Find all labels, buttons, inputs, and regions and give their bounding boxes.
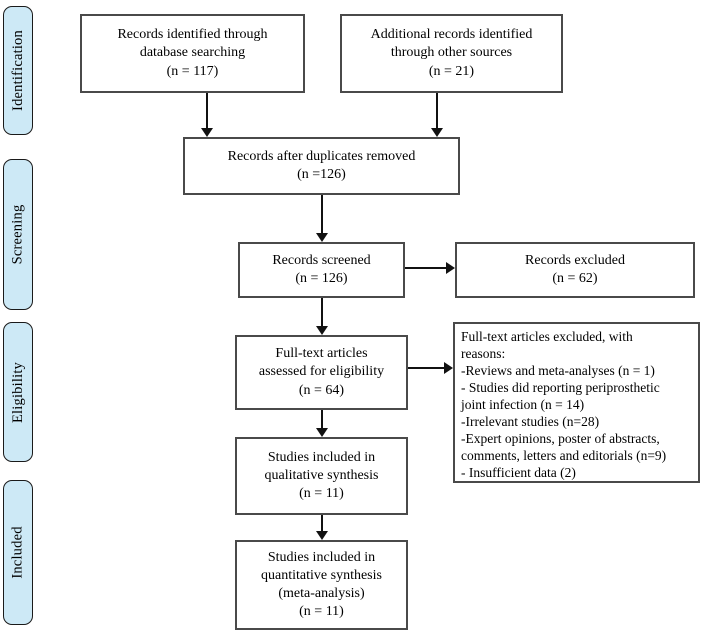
arrow-other-to-duplicates-line — [436, 93, 438, 128]
arrow-screened-to-fulltext-head — [316, 326, 328, 335]
box-qualitative-synthesis: Studies included in qualitative synthesi… — [235, 437, 408, 515]
box-records-screened: Records screened (n = 126) — [238, 242, 405, 298]
stage-included-label: Included — [9, 526, 26, 579]
arrow-screened-to-excluded-head — [446, 262, 455, 274]
stage-identification: Identification — [3, 6, 33, 135]
arrow-fulltext-to-qualitative-line — [321, 410, 323, 428]
stage-screening-label: Screening — [9, 204, 26, 265]
arrow-fulltext-to-qualitative-head — [316, 428, 328, 437]
arrow-db-to-duplicates-head — [201, 128, 213, 137]
arrow-other-to-duplicates-head — [431, 128, 443, 137]
box-records-identified-database: Records identified through database sear… — [80, 14, 305, 93]
arrow-screened-to-fulltext-line — [321, 298, 323, 326]
stage-identification-label: Identification — [9, 30, 26, 111]
stage-eligibility-label: Eligibility — [9, 361, 26, 423]
arrow-fulltext-to-reasons-line — [408, 367, 444, 369]
box-quantitative-synthesis: Studies included in quantitative synthes… — [235, 540, 408, 630]
box-fulltext-assessed: Full-text articles assessed for eligibil… — [235, 335, 408, 410]
arrow-screened-to-excluded-line — [405, 267, 446, 269]
box-additional-records: Additional records identified through ot… — [340, 14, 563, 93]
box-fulltext-excluded-reasons: Full-text articles excluded, with reason… — [453, 322, 700, 483]
box-duplicates-removed: Records after duplicates removed (n =126… — [183, 137, 460, 195]
arrow-qualitative-to-quantitative-head — [316, 531, 328, 540]
stage-included: Included — [3, 480, 33, 625]
arrow-qualitative-to-quantitative-line — [321, 515, 323, 531]
arrow-db-to-duplicates-line — [206, 93, 208, 128]
box-records-excluded: Records excluded (n = 62) — [455, 242, 695, 298]
arrow-duplicates-to-screened-head — [316, 233, 328, 242]
stage-screening: Screening — [3, 159, 33, 310]
arrow-fulltext-to-reasons-head — [444, 362, 453, 374]
stage-eligibility: Eligibility — [3, 322, 33, 462]
arrow-duplicates-to-screened-line — [321, 195, 323, 233]
